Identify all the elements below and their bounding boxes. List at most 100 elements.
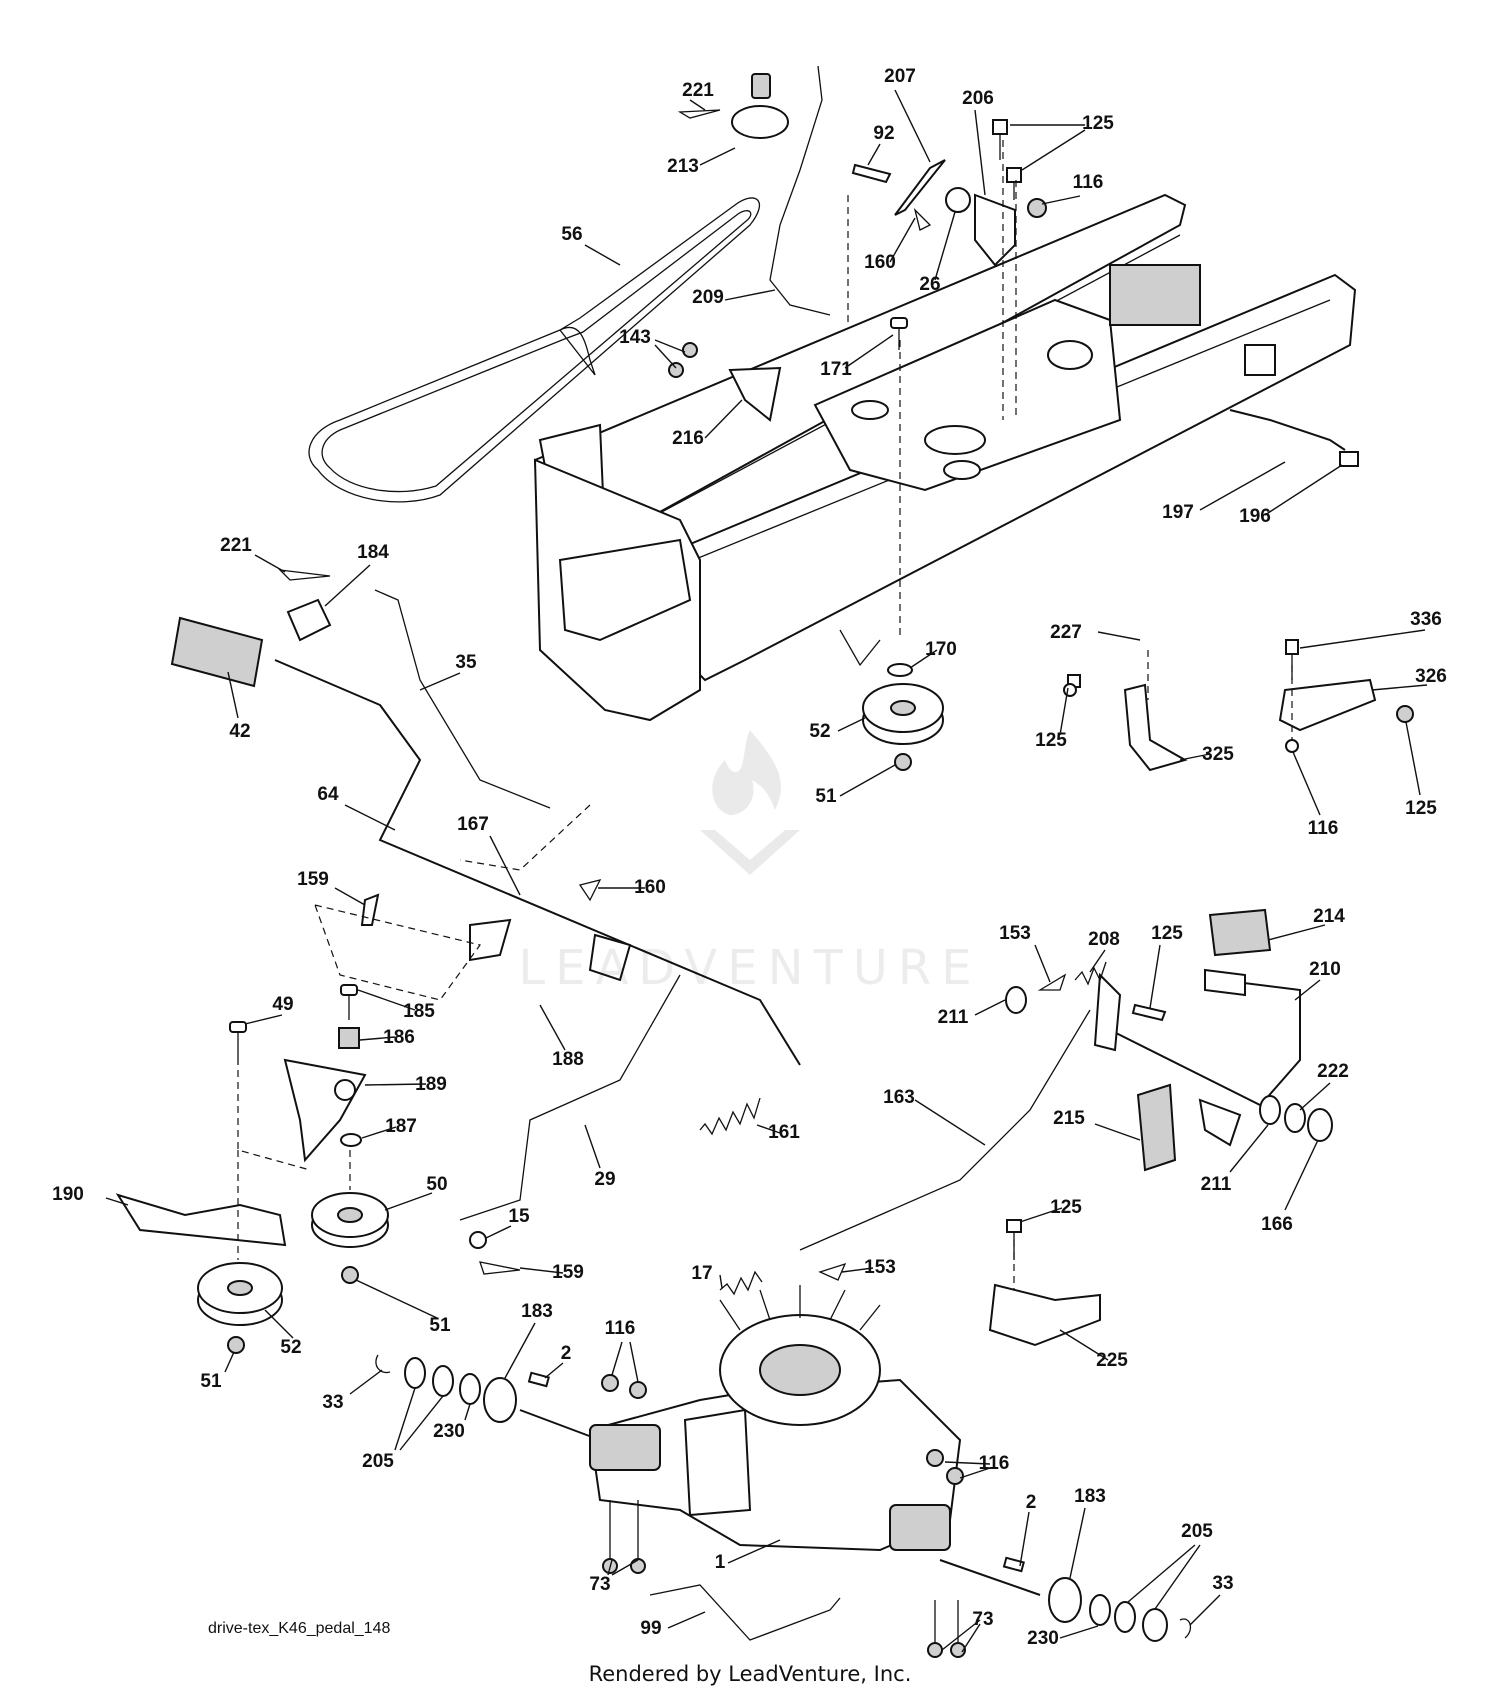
bracket-325: [1067, 674, 1188, 772]
part-callout-221: 221: [682, 80, 714, 101]
part-callout-73: 73: [589, 1574, 610, 1595]
part-callout-17: 17: [691, 1263, 712, 1284]
control-rod-209: [769, 65, 831, 316]
part-callout-143: 143: [619, 327, 651, 348]
part-callout-207: 207: [884, 66, 916, 87]
nut-51-lower: [227, 1266, 359, 1354]
part-callout-116: 116: [1073, 172, 1104, 193]
spring-208: [1074, 961, 1107, 986]
pedal-pad-42: [170, 616, 264, 688]
part-callout-326: 326: [1415, 666, 1447, 687]
part-callout-225: 225: [1096, 1350, 1128, 1371]
spring-17: [719, 1270, 763, 1296]
part-callout-183: 183: [1074, 1486, 1106, 1507]
part-callout-170: 170: [925, 639, 957, 660]
part-callout-64: 64: [317, 784, 339, 805]
part-callout-160: 160: [634, 877, 666, 898]
part-callout-42: 42: [229, 721, 250, 742]
part-callout-167: 167: [457, 814, 489, 835]
part-callout-205: 205: [362, 1451, 394, 1472]
part-callout-227: 227: [1050, 622, 1082, 643]
part-callout-26: 26: [919, 274, 940, 295]
render-credit: Rendered by LeadVenture, Inc.: [588, 1662, 912, 1686]
pedal-shaft-64: [274, 659, 801, 1066]
idler-pulley-52-lower: [197, 1262, 283, 1326]
part-callout-209: 209: [692, 287, 724, 308]
part-callout-125: 125: [1405, 798, 1437, 819]
part-callout-35: 35: [455, 652, 477, 673]
rod-35: [374, 589, 551, 809]
part-number-callouts: 2212132072061259211656160262091431712161…: [52, 66, 1447, 1649]
part-callout-160: 160: [864, 252, 896, 273]
part-callout-33: 33: [322, 1392, 343, 1413]
part-callout-15: 15: [508, 1206, 530, 1227]
part-callout-99: 99: [640, 1618, 661, 1639]
part-callout-125: 125: [1082, 113, 1114, 134]
part-callout-205: 205: [1181, 1521, 1213, 1542]
part-callout-206: 206: [962, 88, 994, 109]
shield-190: [115, 1193, 287, 1247]
transaxle-1: [519, 1285, 1041, 1596]
part-callout-52: 52: [809, 721, 830, 742]
knob-184: [286, 598, 332, 642]
bracket-225: [988, 1219, 1101, 1347]
throttle-knob: [731, 73, 789, 139]
part-callout-216: 216: [672, 428, 704, 449]
part-callout-51: 51: [200, 1371, 222, 1392]
part-callout-33: 33: [1212, 1573, 1233, 1594]
right-axle-hardware: [926, 1449, 1192, 1658]
part-callout-116: 116: [605, 1318, 636, 1339]
part-callout-51: 51: [815, 786, 837, 807]
diagram-filename: drive-tex_K46_pedal_148: [208, 1620, 391, 1637]
part-callout-185: 185: [403, 1001, 435, 1022]
part-callout-221: 221: [220, 535, 252, 556]
part-callout-52: 52: [280, 1337, 301, 1358]
washer-187: [340, 1133, 362, 1147]
clip-221-lower: [278, 569, 331, 581]
part-callout-336: 336: [1410, 609, 1442, 630]
part-callout-211: 211: [1201, 1174, 1232, 1195]
part-callout-190: 190: [52, 1184, 84, 1205]
bolt-171: [890, 317, 908, 350]
part-callout-211: 211: [938, 1007, 969, 1028]
pedal-arm-167: [469, 918, 632, 982]
tractor-frame: [533, 193, 1357, 722]
idler-pulley-50: [311, 1192, 389, 1248]
part-callout-125: 125: [1050, 1197, 1082, 1218]
plate-206: [945, 187, 1016, 267]
part-callout-210: 210: [1309, 959, 1341, 980]
part-callout-73: 73: [972, 1609, 993, 1630]
idler-pulley-52-upper: [839, 629, 944, 771]
part-callout-153: 153: [864, 1257, 896, 1278]
part-callout-183: 183: [521, 1301, 553, 1322]
part-callout-125: 125: [1035, 730, 1067, 751]
rear-bracket-197: [1229, 409, 1359, 467]
washer-211-left: [1005, 986, 1027, 1014]
leader-lines: [105, 89, 1428, 1653]
part-callout-230: 230: [433, 1421, 465, 1442]
bracket-216: [668, 342, 782, 422]
part-callout-222: 222: [1317, 1061, 1349, 1082]
part-callout-214: 214: [1313, 906, 1345, 927]
part-callout-29: 29: [594, 1169, 615, 1190]
hairpin-160-upper: [913, 207, 932, 231]
part-callout-171: 171: [820, 359, 852, 380]
pedal-shaft-right: [1093, 972, 1261, 1147]
part-callout-208: 208: [1088, 929, 1120, 950]
pin-92: [851, 163, 892, 184]
idler-bracket-189: [283, 1058, 367, 1163]
hairpin-clip-upper: [677, 109, 721, 119]
nut-116-upper: [1027, 198, 1047, 218]
drive-belt: [308, 197, 761, 503]
washers-211-222-166: [1259, 1095, 1333, 1142]
part-callout-187: 187: [385, 1116, 417, 1137]
bolt-125-upper: [992, 119, 1022, 200]
part-callout-159: 159: [552, 1262, 584, 1283]
part-callout-230: 230: [1027, 1628, 1059, 1649]
part-callout-116: 116: [1308, 818, 1339, 839]
part-callout-166: 166: [1261, 1214, 1293, 1235]
bolt-49: [229, 1021, 247, 1065]
rod-163: [799, 1009, 1091, 1251]
part-callout-2: 2: [1026, 1492, 1037, 1513]
